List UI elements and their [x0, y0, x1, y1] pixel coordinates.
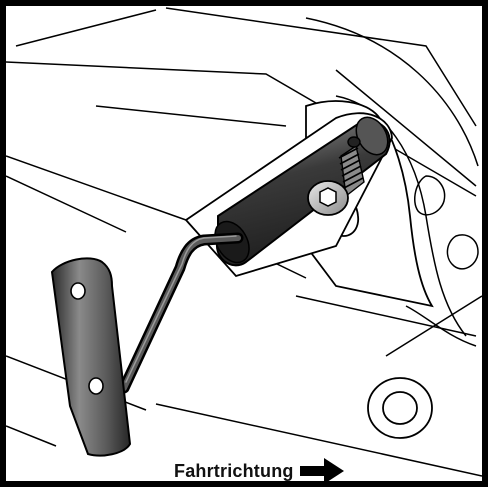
technical-illustration [6, 7, 482, 477]
set-screw [338, 136, 365, 198]
direction-indicator: Fahrtrichtung [174, 458, 344, 481]
bent-rod [118, 232, 244, 394]
flat-plate [50, 257, 132, 457]
direction-label: Fahrtrichtung [174, 460, 294, 481]
hex-socket-bolt-icon [307, 180, 349, 216]
housing-hole [367, 377, 433, 439]
right-arrow-icon [299, 458, 344, 481]
